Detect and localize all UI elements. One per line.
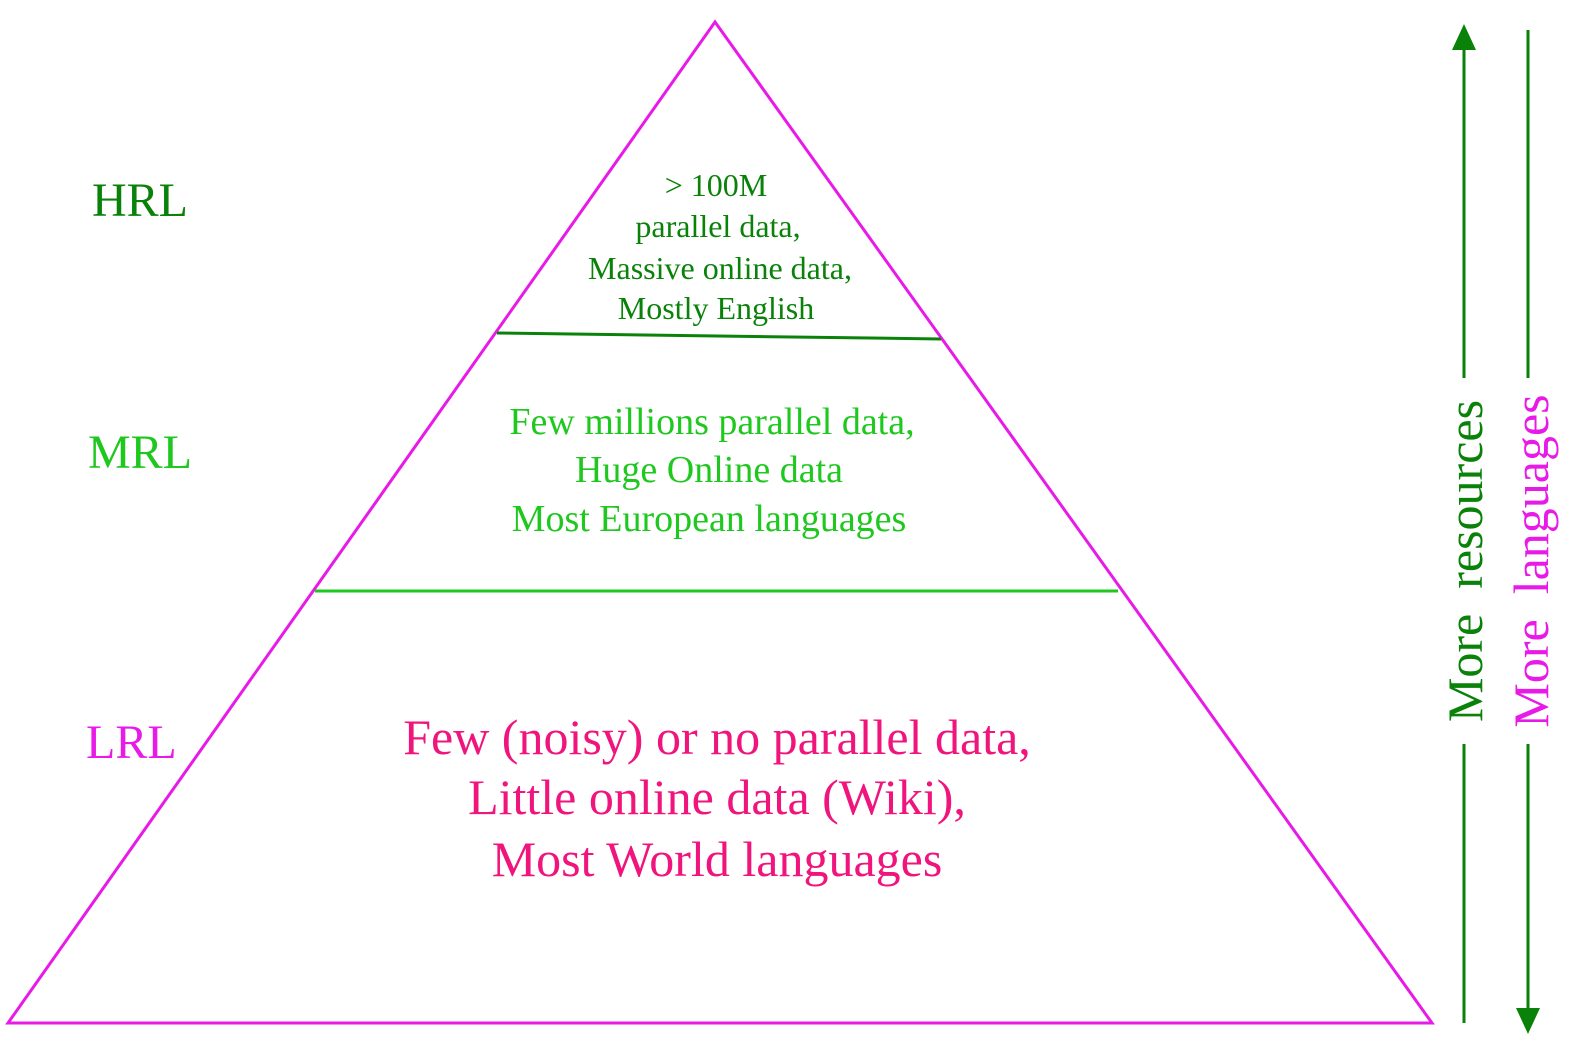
hrl-mrl-divider <box>496 331 942 341</box>
hrl-desc-line: parallel data, <box>635 208 800 244</box>
lrl-desc-line: Few (noisy) or no parallel data, <box>403 709 1031 765</box>
resources-label-backdrop <box>1440 378 1488 744</box>
lrl-label: LRL <box>86 716 177 769</box>
mrl-desc-line: Huge Online data <box>575 449 843 491</box>
hrl-desc-line: Massive online data, <box>588 250 852 286</box>
hrl-desc-line: > 100M <box>665 167 768 203</box>
more-languages-label: More languages <box>1503 394 1559 727</box>
hrl-label: HRL <box>92 174 188 227</box>
mrl-label: MRL <box>88 426 192 479</box>
lrl-desc-line: Most World languages <box>492 831 943 887</box>
mrl-desc-line: Few millions parallel data, <box>509 401 914 443</box>
mrl-desc-line: Most European languages <box>512 498 907 540</box>
lrl-desc-line: Little online data (Wiki), <box>468 769 966 825</box>
more-resources-label: More resources <box>1437 400 1493 722</box>
hrl-desc-line: Mostly English <box>618 290 814 326</box>
languages-label-backdrop <box>1504 378 1554 744</box>
pyramid-outline <box>5 19 1435 1025</box>
